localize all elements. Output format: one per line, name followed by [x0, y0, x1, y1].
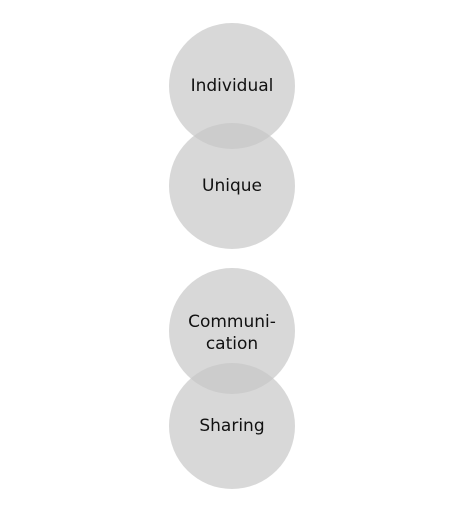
label-sharing: Sharing [199, 416, 265, 436]
label-individual: Individual [190, 76, 274, 96]
label-unique: Unique [202, 176, 262, 196]
circle-sharing [169, 363, 295, 489]
label-communication: Communi- cation [188, 312, 276, 354]
circle-unique [169, 123, 295, 249]
